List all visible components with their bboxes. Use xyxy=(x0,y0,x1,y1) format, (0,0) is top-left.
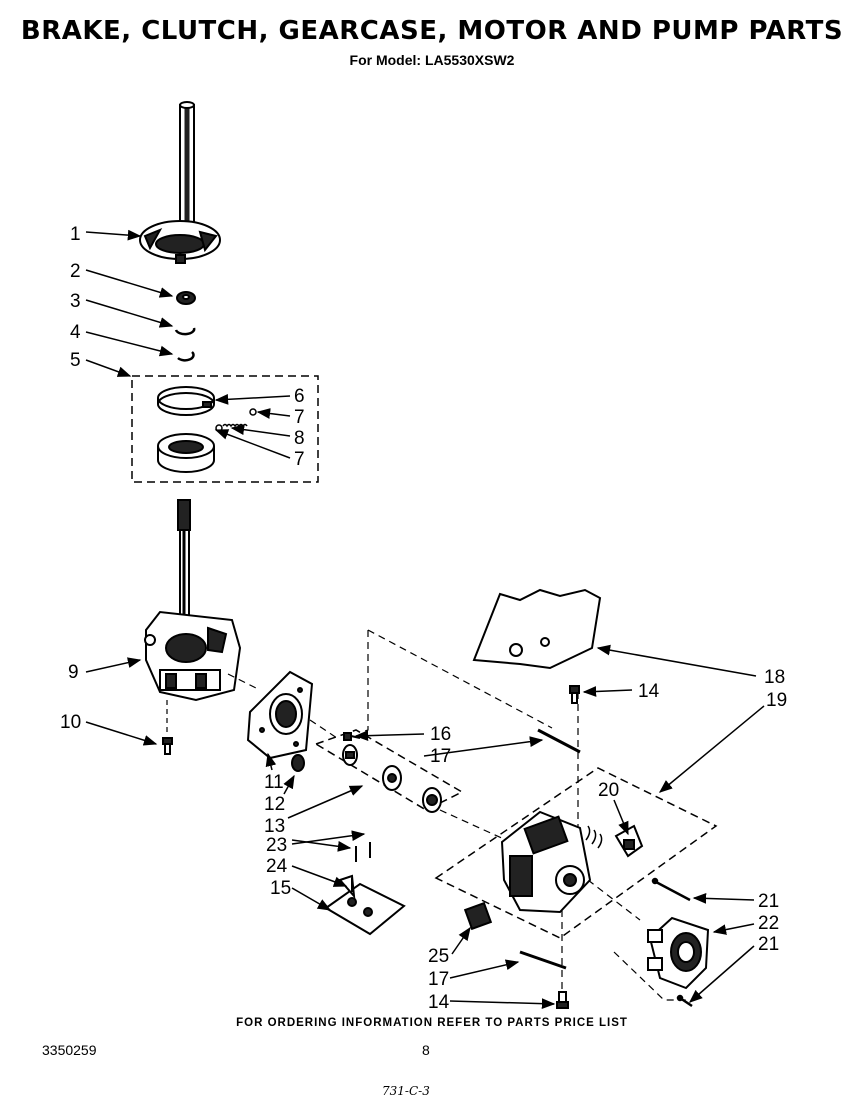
callout-11: 11 xyxy=(264,772,284,793)
callout-12: 12 xyxy=(264,794,285,815)
callout-1: 1 xyxy=(70,224,81,245)
callout-10: 10 xyxy=(60,712,81,733)
retaining-ring xyxy=(174,327,196,336)
callout-21-lower: 21 xyxy=(758,934,779,955)
page-number: 8 xyxy=(422,1042,430,1058)
callout-2: 2 xyxy=(70,261,81,282)
pump-clamp-lower xyxy=(676,994,693,1008)
motor-bolt-lower xyxy=(556,991,569,1009)
motor xyxy=(500,810,603,914)
callout-7-upper: 7 xyxy=(294,407,305,428)
callout-13: 13 xyxy=(264,816,285,837)
model-subtitle: For Model: LA5530XSW2 xyxy=(349,52,515,68)
drive-shaft-top xyxy=(179,101,195,236)
callout-9: 9 xyxy=(68,662,79,683)
brake-cam-driver xyxy=(139,220,221,264)
callout-21-upper: 21 xyxy=(758,891,779,912)
seal-plate xyxy=(246,670,314,760)
callout-17-lower: 17 xyxy=(428,969,449,990)
callout-6: 6 xyxy=(294,386,305,407)
callout-18: 18 xyxy=(764,667,785,688)
callout-7-lower: 7 xyxy=(294,449,305,470)
callout-24: 24 xyxy=(266,856,288,877)
washer xyxy=(176,291,196,305)
capacitor-switch xyxy=(614,824,644,858)
drive-pin xyxy=(537,728,581,754)
callout-15: 15 xyxy=(270,878,291,899)
pump-coupling xyxy=(463,901,493,931)
callout-8: 8 xyxy=(294,428,305,449)
rubber-shield xyxy=(472,588,602,670)
gearcase-bolt xyxy=(162,737,173,755)
callout-16: 16 xyxy=(430,724,451,745)
pump xyxy=(647,916,710,990)
brake-bracket xyxy=(324,874,406,936)
callout-3: 3 xyxy=(70,291,81,312)
callout-17-upper: 17 xyxy=(430,746,451,767)
gearcase xyxy=(144,610,242,702)
callout-25: 25 xyxy=(428,946,449,967)
motor-kit-box xyxy=(434,767,718,939)
callout-4: 4 xyxy=(70,322,81,343)
bearing xyxy=(291,754,305,772)
leader-arrows xyxy=(85,229,765,1010)
bracket-screws xyxy=(351,842,371,892)
callout-14-lower: 14 xyxy=(428,992,450,1013)
page-title: BRAKE, CLUTCH, GEARCASE, MOTOR AND PUMP … xyxy=(20,16,844,46)
clutch-drum xyxy=(157,433,215,473)
drive-pin-lower xyxy=(519,950,567,970)
document-number: 3350259 xyxy=(42,1042,97,1058)
callout-22: 22 xyxy=(758,913,779,934)
callout-20: 20 xyxy=(598,780,619,801)
callout-14-upper: 14 xyxy=(638,681,660,702)
clutch-spring xyxy=(215,408,257,432)
callout-23: 23 xyxy=(266,835,287,856)
clutch-assembly-box xyxy=(131,375,319,483)
pump-clamp-upper xyxy=(651,877,691,902)
callout-19: 19 xyxy=(766,690,787,711)
motor-mount-bolt xyxy=(569,685,580,704)
handwritten-code: 731-C-3 xyxy=(382,1084,430,1098)
ordering-note: FOR ORDERING INFORMATION REFER TO PARTS … xyxy=(236,1017,628,1029)
callout-5: 5 xyxy=(70,350,81,371)
snap-ring xyxy=(177,351,195,362)
clutch-band xyxy=(157,386,215,416)
coupling-parts xyxy=(342,744,442,813)
